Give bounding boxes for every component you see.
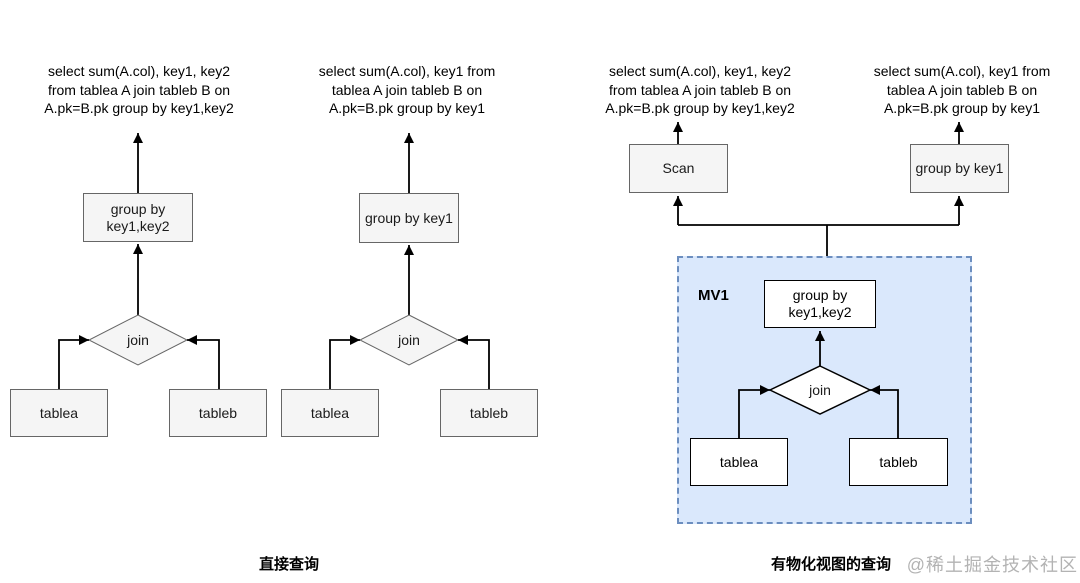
connector-tablea-to-join-1 xyxy=(58,335,89,389)
table-node-tablea-2: tablea xyxy=(281,389,379,437)
connector-tableb-to-join-1 xyxy=(187,335,220,389)
sql-text-mv-key1key2: select sum(A.col), key1, key2 from table… xyxy=(605,63,795,116)
join-label-2: join xyxy=(398,332,420,348)
sql-text-direct-key1: select sum(A.col), key1 from tablea A jo… xyxy=(318,63,496,116)
group-by-node-4: group by key1 xyxy=(910,144,1009,193)
watermark: @稀土掘金技术社区 xyxy=(906,555,1078,575)
group-by-node-2: group by key1 xyxy=(359,193,459,243)
table-node-tableb-2: tableb xyxy=(440,389,538,437)
scan-node: Scan xyxy=(629,144,728,193)
connector-tableb-to-join-2 xyxy=(458,335,490,389)
mv-group-by-node: group by key1,key2 xyxy=(764,280,876,328)
mv-table-node-tableb: tableb xyxy=(849,438,948,486)
caption-direct-query: 直接查询 xyxy=(258,556,319,573)
mv-table-node-tablea: tablea xyxy=(690,438,788,486)
sql-text-mv-key1: select sum(A.col), key1 from tablea A jo… xyxy=(873,63,1051,116)
table-node-tableb-1: tableb xyxy=(169,389,267,437)
caption-mv-query: 有物化视图的查询 xyxy=(770,556,891,573)
mv-join-label: join xyxy=(809,382,831,398)
table-node-tablea-1: tablea xyxy=(10,389,108,437)
connector-tablea-to-join-2 xyxy=(329,335,360,389)
join-label-1: join xyxy=(127,332,149,348)
sql-text-direct-key1key2: select sum(A.col), key1, key2 from table… xyxy=(44,63,234,116)
group-by-node-1: group by key1,key2 xyxy=(83,193,193,242)
mv1-label: MV1 xyxy=(698,287,729,304)
